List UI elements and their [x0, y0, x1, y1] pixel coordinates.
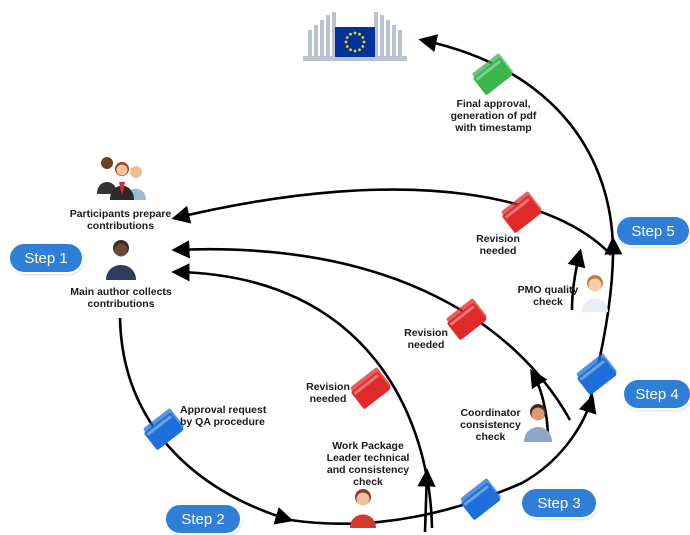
- pmo-person-icon: [582, 275, 608, 312]
- flow-arrow-step5-to-final: [418, 34, 615, 251]
- main-author-person-icon: [106, 240, 136, 280]
- coordinator-person-icon: [524, 404, 552, 442]
- participants-label: Participants prepare contributions: [69, 208, 172, 232]
- revision-arrow-step5: [171, 188, 612, 256]
- step-2-badge: Step 2: [166, 505, 240, 533]
- wp-leader-label: Work Package Leader technical and consis…: [326, 440, 410, 488]
- approval-request-label: Approval request by QA procedure: [180, 404, 267, 428]
- check-arrow-pmo: [567, 248, 586, 311]
- folder-icon-step4: [576, 353, 617, 395]
- revision-label-wp: Revision needed: [306, 381, 350, 405]
- folder-icon-final-approval: [472, 53, 513, 95]
- step-5-badge: Step 5: [617, 217, 689, 245]
- wp-leader-person-icon: [350, 489, 376, 528]
- revision-label-coordinator: Revision needed: [404, 327, 448, 351]
- folder-icon-approval-request: [143, 408, 184, 450]
- flow-arrow-step3-to-step4: [521, 394, 597, 485]
- coordinator-label: Coordinator consistency check: [460, 407, 521, 443]
- folder-icon-revision-step5: [501, 191, 542, 233]
- revision-label-step5: Revision needed: [476, 233, 520, 257]
- folder-icon-revision-wp: [350, 367, 391, 409]
- final-approval-label: Final approval, generation of pdf with t…: [450, 98, 537, 134]
- folder-icon-revision-coordinator: [446, 298, 487, 340]
- check-arrow-wp-leader: [417, 468, 436, 533]
- pmo-label: PMO quality check: [517, 284, 579, 308]
- eu-commission-logo: [303, 12, 407, 61]
- step-1-badge: Step 1: [10, 244, 82, 272]
- step-4-badge: Step 4: [624, 380, 690, 408]
- folder-icon-step3: [460, 478, 501, 520]
- step-3-badge: Step 3: [522, 489, 596, 517]
- flow-arrow-step1-to-step2: [118, 317, 294, 525]
- people-group-icon: [97, 157, 146, 200]
- main-author-label: Main author collects contributions: [70, 286, 172, 310]
